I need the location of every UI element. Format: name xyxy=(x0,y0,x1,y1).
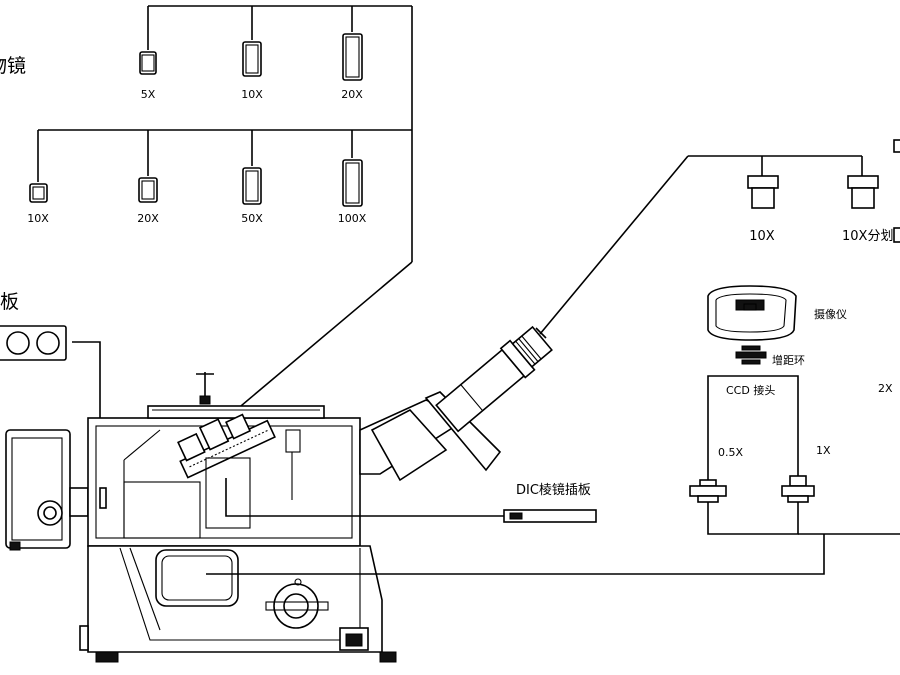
spacer-ring-icon xyxy=(735,345,767,365)
eyepiece-10x-label: 10X xyxy=(749,229,775,244)
adapter-1x-icon xyxy=(781,475,815,503)
objective-label: 20X xyxy=(341,88,363,101)
adapter-05x-label: 0.5X xyxy=(718,446,743,459)
eyepiece-tree: 10X 10X分划 xyxy=(535,139,900,339)
dic-plate-label: DIC棱镜插板 xyxy=(516,482,591,498)
camera-branch: 摄像仪 增距环 CCD 接头 0.5X 1X 2X xyxy=(206,285,900,575)
objective-label: 10X xyxy=(241,88,263,101)
objective-icon xyxy=(29,183,48,203)
objective-label: 20X xyxy=(137,212,159,225)
spacer-ring-label: 增距环 xyxy=(772,353,805,367)
camera-label: 摄像仪 xyxy=(814,307,847,321)
dic-prism-plate: DIC棱镜插板 xyxy=(225,478,597,523)
eyepiece-icon xyxy=(747,175,779,209)
objective-icon xyxy=(138,177,158,203)
insert-plate-label: 板 xyxy=(0,291,19,313)
objective-icon xyxy=(342,33,363,81)
adapter-05x-icon xyxy=(689,479,727,503)
eyepiece-10x-reticle-label: 10X分划 xyxy=(842,229,893,244)
microscope-body xyxy=(5,325,553,663)
objective-label: 10X xyxy=(27,212,49,225)
ccd-adapter-label: CCD 接头 xyxy=(726,384,775,397)
objective-label: 100X xyxy=(338,212,367,225)
objective-group-label: 物镜 xyxy=(0,55,26,77)
objective-icon xyxy=(242,167,262,205)
objective-icon xyxy=(242,41,262,77)
objective-tree: 5X 10X 20X 10X 20X 50X 100X 物镜 xyxy=(0,5,413,433)
eyepiece-reticle-icon xyxy=(847,175,879,209)
objective-turret xyxy=(177,413,276,479)
lamp-house xyxy=(5,429,71,549)
right-edge-label: 2X xyxy=(878,382,893,395)
camera-icon xyxy=(707,285,797,341)
objective-icon xyxy=(139,51,157,75)
adapter-1x-label: 1X xyxy=(816,444,831,457)
objective-icon xyxy=(342,159,363,207)
eyepiece-tube xyxy=(435,325,553,433)
base-screen xyxy=(155,549,239,607)
objective-label: 50X xyxy=(241,212,263,225)
objective-label: 5X xyxy=(141,88,156,101)
